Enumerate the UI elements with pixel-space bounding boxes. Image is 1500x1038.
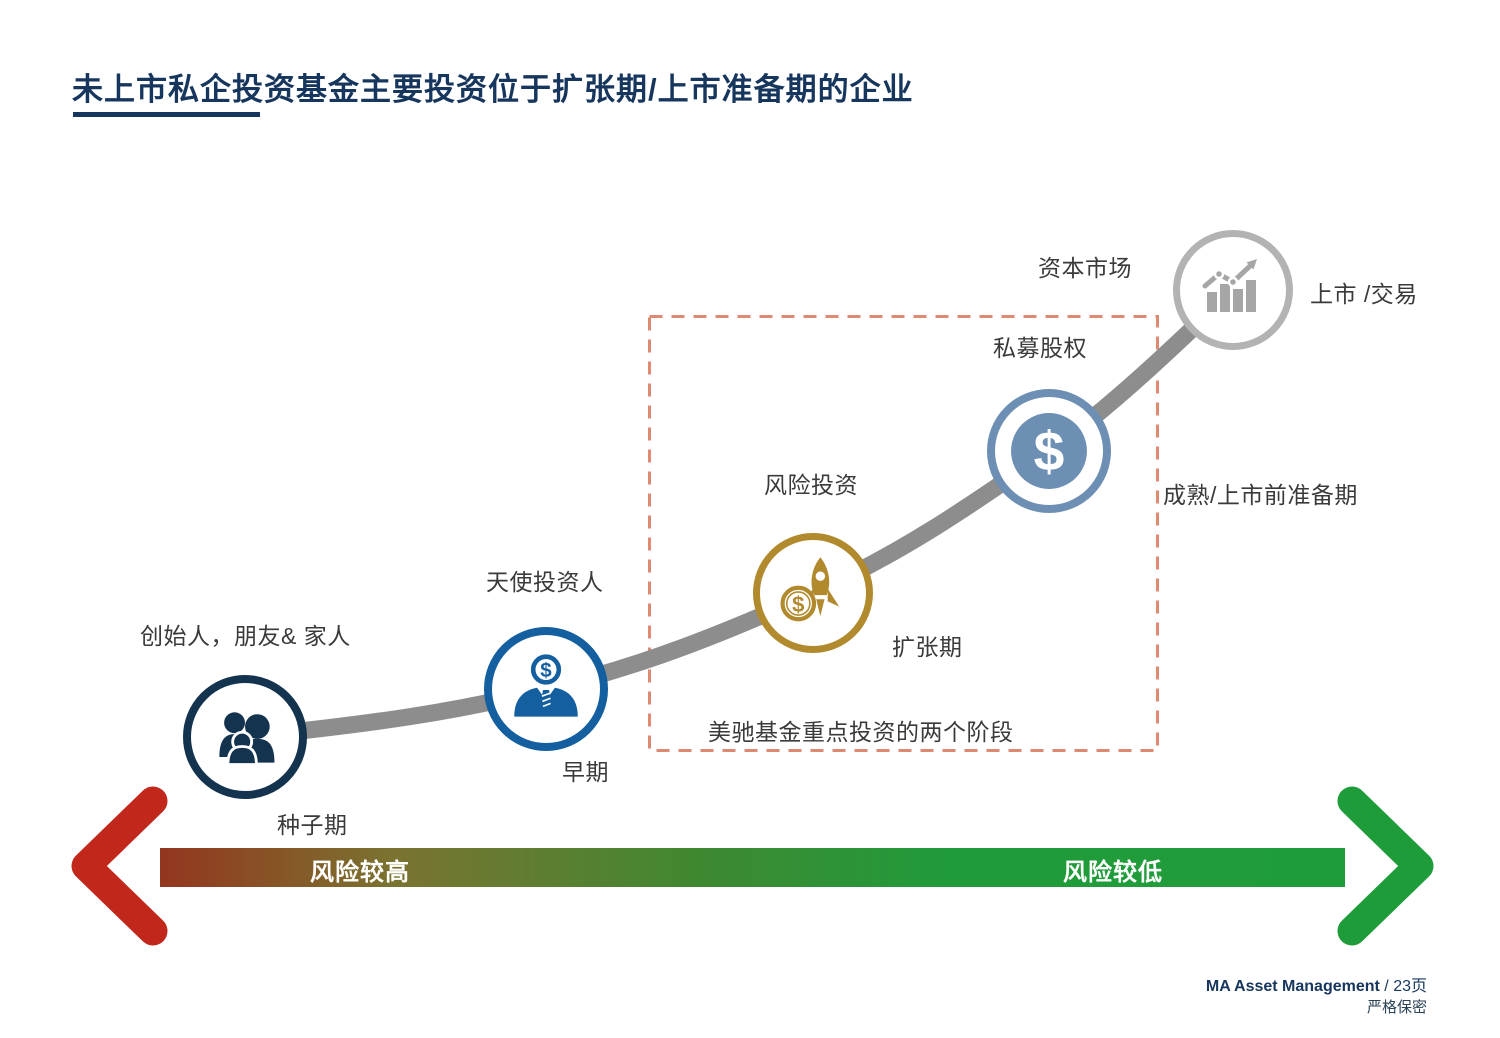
family-icon [219,712,275,766]
stage-circle-listed [1173,230,1293,350]
stage-circle-expansion: $ [753,533,873,653]
dollar-circle-icon: $ [1011,413,1087,489]
footer-confidential: 严格保密 [1366,998,1427,1016]
footer: MA Asset Management / 23页 严格保密 [1206,976,1427,1018]
stock-chart-icon [1202,259,1257,312]
stage-circle-pe: $ [987,389,1111,513]
footer-company-page: MA Asset Management / 23页 [1206,976,1427,998]
risk-high-label: 风险较高 [310,859,410,886]
risk-low-label: 风险较低 [1063,859,1163,886]
stage-circle-seed [183,675,307,799]
svg-text:$: $ [540,659,552,682]
rocket-coin-icon: $ [780,557,840,622]
title-underline [73,112,260,117]
angel-investor-icon: $ [514,654,578,717]
left-arrowhead [71,786,168,946]
stage-label-mature: 成熟/上市前准备期 [1163,482,1358,508]
stage-label-listed: 上市 /交易 [1310,281,1418,307]
investor-label-angel: 天使投资人 [486,569,604,595]
svg-text:$: $ [1034,421,1065,483]
stage-label-early: 早期 [562,759,609,785]
investor-label-capital-market: 资本市场 [1038,255,1132,281]
highlight-box [648,315,1159,752]
stage-label-seed: 种子期 [277,812,348,838]
investor-label-founders: 创始人，朋友& 家人 [140,623,351,649]
stage-circle-early: $ [484,627,608,751]
footer-page-number: / 23页 [1379,978,1427,995]
investor-label-pe: 私募股权 [993,335,1087,361]
investor-label-vc: 风险投资 [764,472,858,498]
stage-label-expansion: 扩张期 [892,634,963,660]
footer-company: MA Asset Management [1205,978,1380,995]
right-arrowhead [1337,786,1434,946]
highlight-box-label: 美驰基金重点投资的两个阶段 [708,719,1014,745]
svg-text:$: $ [792,592,804,617]
page-title: 未上市私企投资基金主要投资位于扩张期/上市准备期的企业 [72,72,914,107]
